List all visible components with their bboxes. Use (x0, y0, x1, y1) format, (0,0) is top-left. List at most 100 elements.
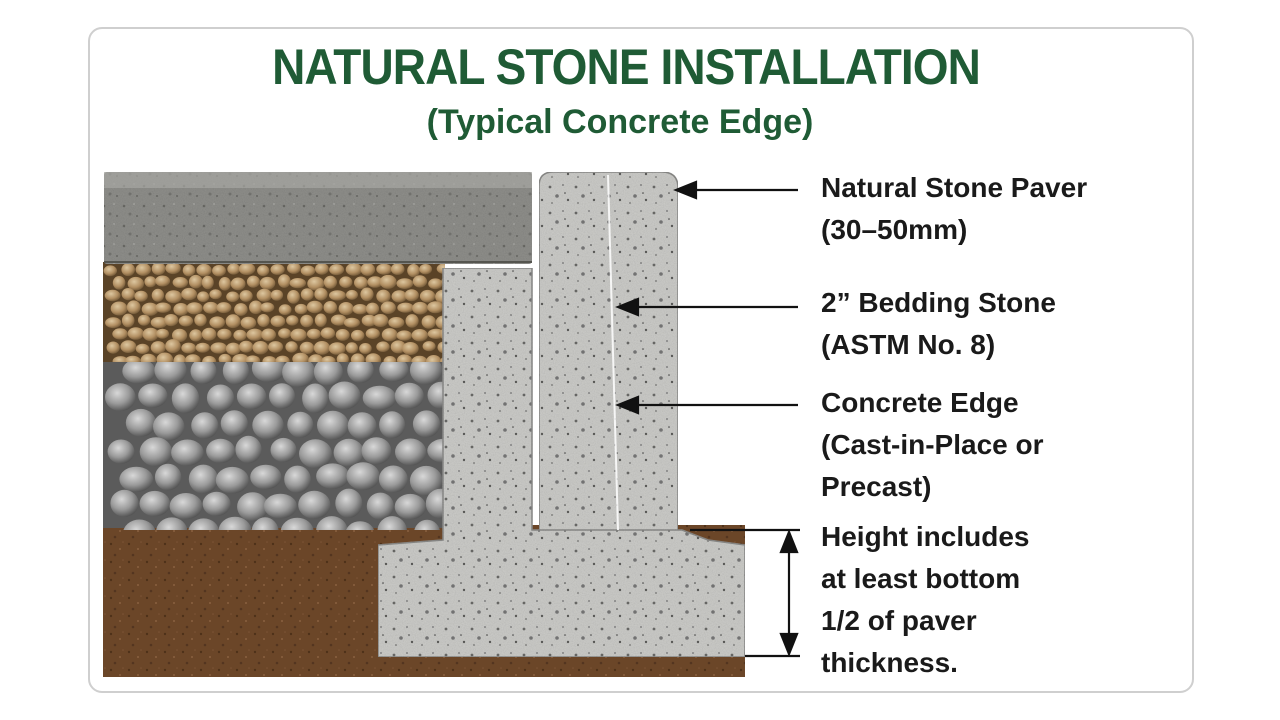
bedding-pebble (419, 289, 436, 303)
bedding-pebble (365, 328, 380, 339)
aggregate-rock (105, 383, 136, 412)
bedding-pebble (419, 264, 432, 275)
bedding-pebble (246, 275, 260, 288)
bedding-pebble (383, 356, 397, 362)
aggregate-rock (188, 518, 220, 530)
bedding-pebble (201, 327, 217, 341)
bedding-pebble (239, 340, 254, 353)
bedding-pebble (396, 278, 414, 289)
bedding-pebble (140, 353, 157, 362)
bedding-pebble (328, 342, 346, 355)
bedding-pebble (246, 328, 264, 341)
aggregate-rock (427, 381, 445, 409)
aggregate-rock (139, 490, 171, 517)
aggregate-rock (107, 439, 135, 464)
bedding-pebble (381, 328, 398, 342)
bedding-pebble (270, 315, 286, 328)
label-edge-line-2: (Cast-in-Place or (821, 429, 1044, 460)
bedding-pebble (120, 340, 137, 353)
aggregate-rock (206, 438, 236, 463)
aggregate-rock (154, 360, 187, 385)
bedding-pebble (259, 276, 276, 290)
aggregate-rock (378, 465, 408, 493)
aggregate-rock (282, 360, 316, 388)
label-natural-stone-paver: Natural Stone Paver (30–50mm) (821, 167, 1087, 251)
bedding-pebble (234, 303, 248, 316)
bedding-pebble (308, 354, 324, 362)
bedding-pebble (142, 327, 159, 342)
bedding-pebble (278, 304, 292, 316)
aggregate-rock (333, 438, 364, 467)
aggregate-rock (299, 439, 332, 469)
bedding-pebble (225, 314, 241, 329)
bedding-pebble (422, 341, 436, 352)
bedding-pebble (212, 265, 226, 277)
aggregate-rock (236, 383, 267, 410)
bedding-pebble (216, 302, 232, 314)
aggregate-rock (335, 488, 363, 518)
bedding-pebble (270, 264, 285, 275)
label-bedding-stone: 2” Bedding Stone (ASTM No. 8) (821, 282, 1056, 366)
bedding-pebble (289, 278, 306, 289)
bedding-pebble (230, 277, 246, 291)
aggregate-rock (280, 517, 314, 530)
aggregate-rock (122, 360, 156, 384)
bedding-pebble (249, 300, 263, 315)
bedding-pebble (188, 274, 203, 289)
bedding-pebble (256, 288, 272, 302)
bedding-pebble (397, 354, 412, 362)
bedding-pebble (330, 314, 347, 326)
aggregate-rock (156, 517, 188, 530)
bedding-pebble (127, 276, 144, 291)
bedding-pebble (314, 287, 328, 301)
height-arrow-down (779, 632, 799, 657)
aggregate-rock (347, 360, 374, 383)
aggregate-rock (284, 465, 311, 493)
bedding-pebble (121, 263, 135, 277)
bedding-pebble (299, 341, 315, 354)
bedding-pebble (390, 263, 405, 275)
bedding-pebble (134, 290, 148, 302)
concrete-edge-stem (538, 171, 679, 531)
aggregate-rock (316, 516, 348, 530)
bedding-pebble (286, 315, 299, 326)
aggregate-rock (316, 463, 350, 489)
aggregate-rock (328, 381, 361, 410)
bedding-pebble (338, 302, 354, 316)
bedding-pebble (388, 317, 405, 329)
aggregate-rock (377, 516, 407, 530)
bedding-pebble (227, 263, 241, 275)
bedding-pebble (376, 341, 390, 353)
aggregate-rock (263, 493, 297, 519)
bedding-pebble (127, 327, 144, 340)
bedding-pebble (209, 289, 222, 300)
bedding-pebble (285, 341, 298, 353)
bedding-pebble (218, 353, 232, 362)
bedding-pebble (287, 262, 301, 274)
diagram-subtitle: (Typical Concrete Edge) (426, 103, 814, 141)
bedding-pebble (233, 329, 247, 341)
label-concrete-edge: Concrete Edge (Cast-in-Place or Precast) (821, 382, 1044, 508)
leader-lines (615, 180, 800, 658)
bedding-pebble (396, 330, 412, 341)
label-height-line-2: at least bottom (821, 563, 1021, 594)
bedding-pebble (405, 314, 419, 328)
aggregate-rock (302, 383, 329, 414)
bedding-pebble (112, 356, 129, 362)
bedding-pebble (306, 328, 321, 340)
aggregate-rock (153, 412, 185, 441)
label-height-note: Height includes at least bottom 1/2 of p… (821, 516, 1029, 684)
aggregate-rock (409, 465, 443, 496)
bedding-pebble (135, 263, 151, 276)
bedding-pebble (350, 353, 365, 362)
aggregate-rock (313, 360, 343, 386)
aggregate-rock (123, 519, 156, 530)
bedding-pebble (372, 314, 389, 327)
aggregate-rock (269, 383, 295, 409)
bedding-pebble (165, 262, 181, 275)
aggregate-rock (169, 493, 203, 520)
bedding-pebble (397, 302, 414, 313)
bedding-pebble (268, 341, 284, 353)
bedding-pebble (239, 290, 253, 302)
paver-top-surface (104, 172, 532, 188)
